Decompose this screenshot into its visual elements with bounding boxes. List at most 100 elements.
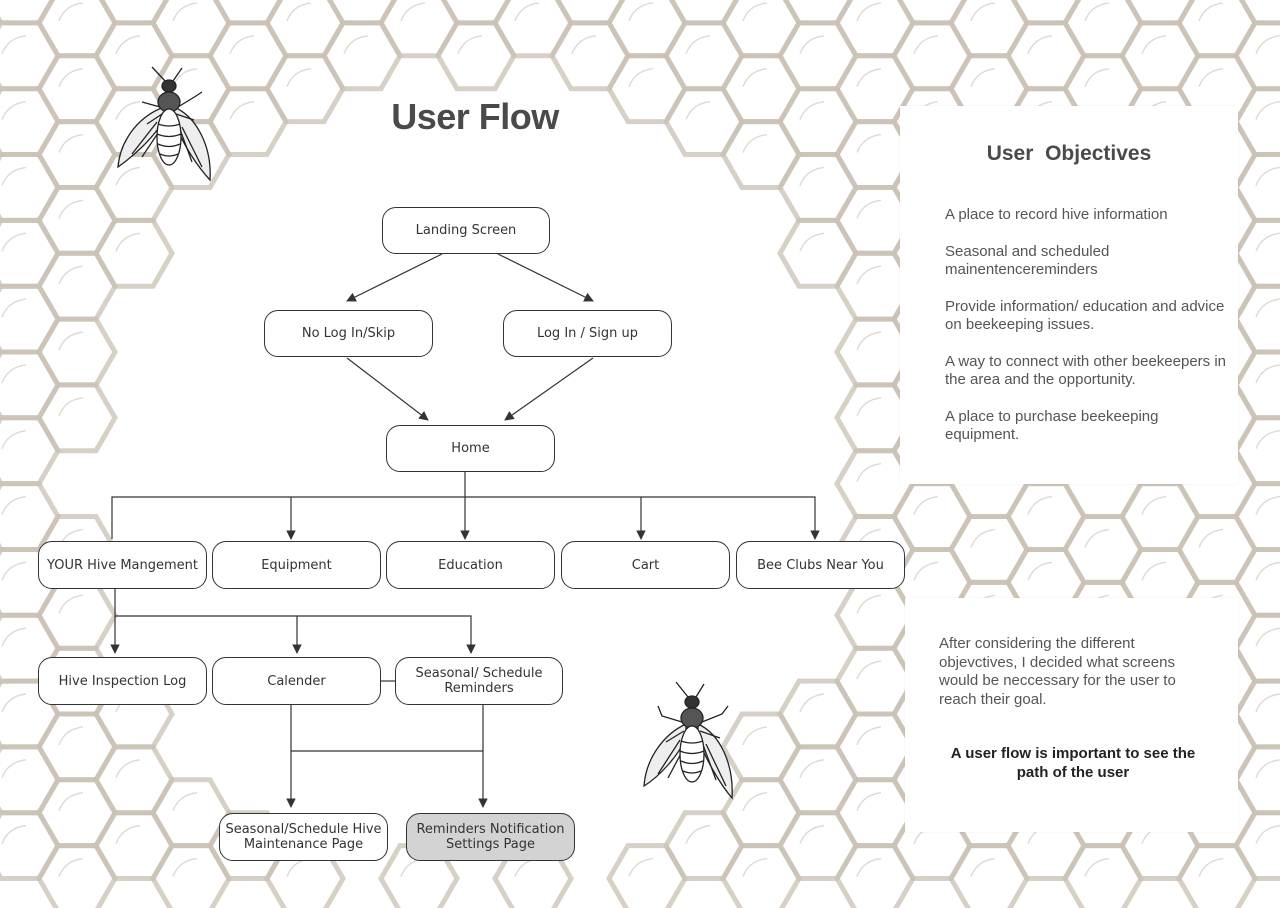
objective-item: A place to purchase beekeeping equipment… [945, 407, 1159, 444]
honeycomb-cell-shading [58, 265, 84, 285]
honeycomb-cell-shading [58, 792, 84, 811]
honeycomb-cell-shading [115, 232, 141, 252]
bee-illustration [643, 681, 733, 800]
honeycomb-cell-shading [856, 199, 882, 219]
honeycomb-cell-shading [628, 68, 654, 87]
honeycomb-cell-shading [58, 397, 84, 417]
honeycomb-cell [36, 382, 118, 454]
honeycomb-cell-shading [172, 2, 198, 22]
objectives-heading: User Objectives [986, 142, 1152, 165]
bee-illustration [117, 66, 211, 182]
honeycomb-cell-shading [1, 298, 27, 318]
honeycomb-cell-shading [286, 2, 312, 22]
connector [111, 496, 820, 540]
honeycomb-cell-shading [799, 824, 825, 844]
honeycomb-cell-shading [970, 68, 996, 87]
honeycomb-cell-shading [799, 35, 825, 55]
honeycomb-cell-shading [1084, 2, 1110, 22]
honeycomb-cell-shading [856, 265, 882, 285]
honeycomb-cell-shading [1, 35, 27, 55]
honeycomb-cell-shading [1, 627, 27, 647]
node-notification-settings: Reminders Notification Settings Page [406, 813, 575, 861]
node-hive-inspection-log: Hive Inspection Log [38, 657, 207, 705]
honeycomb-cell-shading [970, 2, 996, 22]
honeycomb-cell-shading [1255, 298, 1280, 318]
node-login-signup: Log In / Sign up [503, 310, 672, 357]
honeycomb-cell-shading [58, 68, 84, 87]
honeycomb-cell-shading [172, 857, 198, 877]
honeycomb-cell-shading [685, 35, 711, 55]
connector [114, 589, 476, 654]
honeycomb-cell-shading [856, 462, 882, 482]
honeycomb-cell-shading [1255, 495, 1280, 515]
honeycomb-cell-shading [1027, 561, 1053, 581]
honeycomb-cell-shading [1, 759, 27, 779]
honeycomb-cell-shading [913, 495, 939, 515]
honeycomb-cell-shading [1, 824, 27, 844]
honeycomb-cell [1233, 547, 1280, 618]
honeycomb-cell-shading [742, 726, 768, 746]
node-bee-clubs: Bee Clubs Near You [736, 541, 905, 589]
objectives-list: A place to record hive information Seaso… [945, 206, 1230, 463]
honeycomb-cell-shading [628, 857, 654, 877]
honeycomb-cell-shading [1027, 35, 1053, 55]
honeycomb-cell-shading [1255, 824, 1280, 844]
node-cart: Cart [561, 541, 730, 589]
honeycomb-cell-shading [742, 792, 768, 811]
node-equipment: Equipment [212, 541, 381, 589]
honeycomb-cell-shading [286, 68, 312, 87]
honeycomb-cell-shading [913, 561, 939, 581]
node-no-login-skip: No Log In/Skip [264, 310, 433, 357]
honeycomb-cell-shading [1255, 232, 1280, 252]
honeycomb-cell-shading [58, 726, 84, 746]
honeycomb-cell [1233, 810, 1280, 881]
honeycomb-cell [1233, 20, 1280, 92]
honeycomb-cell-shading [115, 824, 141, 844]
connector [346, 253, 443, 302]
honeycomb-cell-shading [115, 759, 141, 779]
honeycomb-cell-shading [1198, 857, 1224, 877]
honeycomb-cell-shading [1084, 857, 1110, 877]
connector [497, 253, 594, 302]
honeycomb-cell-shading [1, 100, 27, 120]
node-hive-management: YOUR Hive Mangement [38, 541, 207, 589]
honeycomb-cell-shading [856, 792, 882, 811]
honeycomb-cell-shading [799, 759, 825, 779]
objective-item: A place to record hive information [945, 206, 1168, 223]
honeycomb-cell-shading [1, 166, 27, 186]
honeycomb-cell-shading [457, 35, 483, 55]
honeycomb-cell-shading [970, 528, 996, 548]
honeycomb-cell-shading [58, 857, 84, 877]
honeycomb-cell-shading [1198, 528, 1224, 548]
honeycomb-cell-shading [970, 857, 996, 877]
honeycomb-cell-shading [856, 594, 882, 614]
honeycomb-cell-shading [1255, 759, 1280, 779]
honeycomb-cell-shading [1255, 561, 1280, 581]
honeycomb-cell-shading [856, 331, 882, 351]
honeycomb-cell-shading [1255, 364, 1280, 384]
honeycomb-cell-shading [799, 693, 825, 713]
objective-item: Provide information/ education and advic… [945, 297, 1225, 334]
honeycomb-cell-shading [58, 133, 84, 153]
node-landing-screen: Landing Screen [382, 207, 550, 254]
honeycomb-cell-shading [115, 100, 141, 120]
reflection-text: After considering the different objevcti… [939, 635, 1176, 708]
connector [346, 357, 429, 421]
honeycomb-cell-shading [1084, 68, 1110, 87]
honeycomb-cell-shading [742, 2, 768, 22]
honeycomb-cell-shading [1255, 627, 1280, 647]
honeycomb-cell-shading [1141, 35, 1167, 55]
honeycomb-cell-shading [400, 2, 426, 22]
objective-item: A way to connect with other beekeepers i… [945, 352, 1227, 389]
honeycomb-cell-shading [856, 68, 882, 87]
node-maintenance-page: Seasonal/Schedule Hive Maintenance Page [219, 813, 388, 861]
connector [504, 357, 594, 421]
honeycomb-cell-shading [799, 232, 825, 252]
honeycomb-cell-shading [58, 2, 84, 22]
honeycomb-cell-shading [856, 857, 882, 877]
honeycomb-cell-shading [1027, 495, 1053, 515]
honeycomb-cell [1233, 481, 1280, 552]
honeycomb-cell-shading [742, 857, 768, 877]
honeycomb-cell-shading [229, 100, 255, 120]
honeycomb-cell-shading [1, 693, 27, 713]
